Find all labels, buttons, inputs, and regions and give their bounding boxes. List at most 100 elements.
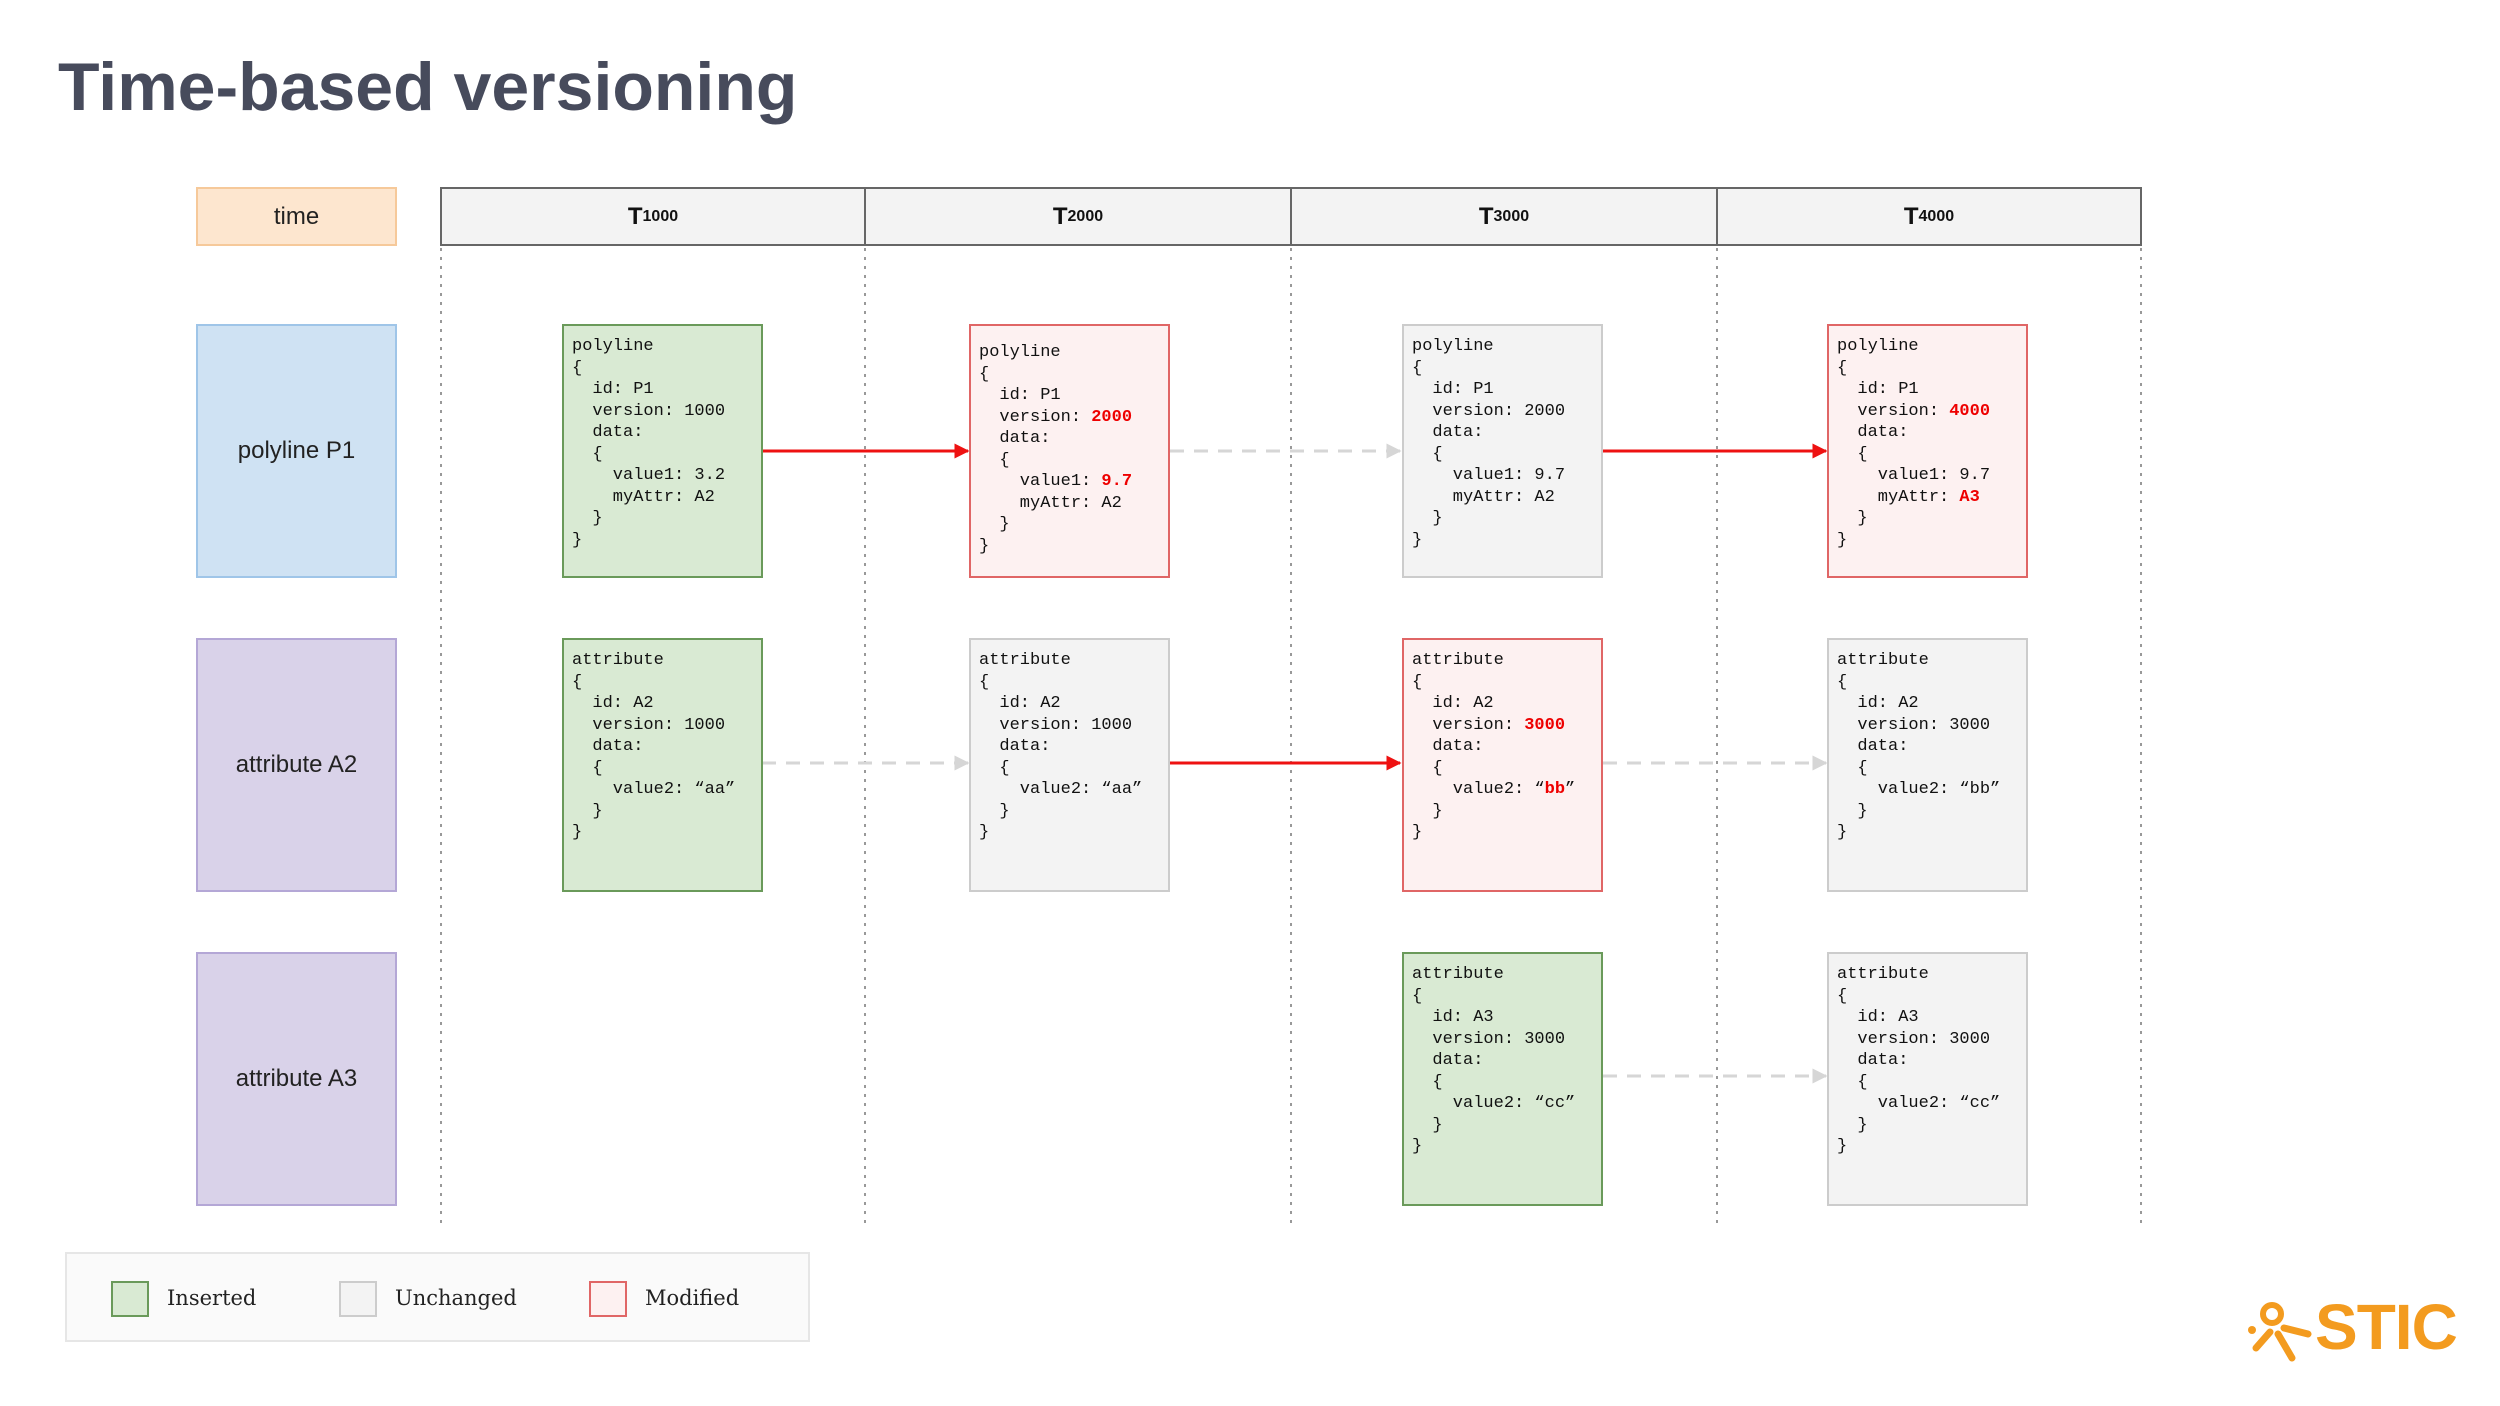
code-line: version: 2000	[979, 407, 1133, 427]
changed-value: bb	[1544, 780, 1566, 799]
stic-logo-icon	[2248, 1302, 2312, 1362]
time-subscript: 4000	[1918, 207, 1955, 225]
code-line: }	[1837, 823, 1848, 842]
version-card-a3-t4000: attribute{ id: A3 version: 3000 data: { …	[1827, 952, 2028, 1206]
version-card-a2-t4000: attribute{ id: A2 version: 3000 data: { …	[1827, 638, 2028, 892]
code-line: id: A2	[1837, 694, 1919, 713]
code-line: }	[979, 515, 1010, 534]
legend-label-modified: Modified	[645, 1286, 740, 1310]
code-line: value2: “bb”	[1412, 780, 1576, 799]
code-line: polyline	[979, 343, 1061, 362]
code-line: version: 4000	[1837, 401, 1991, 421]
code-line: version: 3000	[1837, 715, 1991, 735]
version-card-p1-t4000: polyline{ id: P1 version: 4000 data: { v…	[1827, 324, 2028, 578]
legend-label-inserted: Inserted	[167, 1286, 257, 1310]
code-line: attribute	[979, 651, 1071, 670]
code-line: value2: “aa”	[979, 780, 1143, 799]
time-row-label: time	[196, 187, 397, 246]
code-line: data:	[979, 737, 1051, 756]
changed-value: A3	[1959, 487, 1980, 507]
code-line: {	[572, 358, 583, 378]
code-line: }	[979, 823, 990, 842]
code-line: {	[1837, 672, 1848, 692]
code-line: id: P1	[1837, 380, 1919, 399]
code-line: id: A2	[979, 694, 1061, 713]
time-prefix: T	[1478, 202, 1494, 230]
code-line: {	[1837, 758, 1868, 778]
legend-swatch-unchanged	[339, 1281, 377, 1317]
version-card-a3-t3000: attribute{ id: A3 version: 3000 data: { …	[1402, 952, 1603, 1206]
code-line: attribute	[1837, 651, 1929, 670]
changed-value: 2000	[1091, 407, 1133, 427]
code-line: attribute	[1837, 965, 1929, 984]
code-line: {	[1412, 1072, 1443, 1092]
code-line: {	[572, 444, 603, 464]
code-line: {	[1837, 1072, 1868, 1092]
legend-swatch-modified	[589, 1281, 627, 1317]
time-subscript: 2000	[1067, 207, 1104, 225]
row-label-attribute-a2: attribute A2	[196, 638, 397, 892]
code-line: }	[1837, 1115, 1868, 1135]
version-card-a2-t3000: attribute{ id: A2 version: 3000 data: { …	[1402, 638, 1603, 892]
code-line: myAttr: A2	[1412, 487, 1555, 507]
code-line: attribute	[572, 651, 664, 670]
changed-value: 9.7	[1101, 472, 1133, 491]
time-prefix: T	[627, 202, 643, 230]
legend: Inserted Unchanged Modified	[65, 1252, 810, 1342]
code-line: }	[572, 530, 583, 550]
code-line: data:	[572, 737, 644, 756]
time-prefix: T	[1903, 202, 1919, 230]
code-line: data:	[1837, 1051, 1909, 1070]
code-line: }	[572, 801, 603, 821]
row-label-polyline-p1: polyline P1	[196, 324, 397, 578]
changed-value: 4000	[1949, 401, 1991, 421]
time-prefix: T	[1052, 202, 1068, 230]
code-line: }	[1412, 823, 1423, 842]
code-line: id: A3	[1837, 1008, 1919, 1027]
code-line: value1: 9.7	[1412, 466, 1566, 485]
code-line: {	[979, 450, 1010, 470]
code-line: }	[572, 823, 583, 842]
code-line: id: A3	[1412, 1008, 1494, 1027]
code-line: version: 1000	[979, 715, 1133, 735]
code-line: data:	[979, 429, 1051, 448]
code-line: {	[979, 758, 1010, 778]
code-line: }	[1837, 1137, 1848, 1156]
code-line: {	[1837, 358, 1848, 378]
code-line: {	[572, 758, 603, 778]
code-line: id: A2	[572, 694, 654, 713]
code-line: }	[1412, 1137, 1423, 1156]
code-line: }	[979, 801, 1010, 821]
version-card-p1-t3000: polyline{ id: P1 version: 2000 data: { v…	[1402, 324, 1603, 578]
code-line: version: 3000	[1837, 1029, 1991, 1049]
code-line: value1: 9.7	[1837, 466, 1991, 485]
code-line: version: 1000	[572, 401, 726, 421]
code-line: {	[979, 364, 990, 384]
code-line: }	[1837, 801, 1868, 821]
legend-label-unchanged: Unchanged	[395, 1286, 517, 1310]
code-line: value1: 3.2	[572, 466, 726, 485]
changed-value: 3000	[1524, 715, 1566, 735]
page-title: Time-based versioning	[58, 49, 798, 125]
code-line: {	[1412, 672, 1423, 692]
legend-swatch-inserted	[111, 1281, 149, 1317]
code-line: myAttr: A3	[1837, 487, 1980, 507]
code-line: polyline	[1837, 337, 1919, 356]
code-line: attribute	[1412, 965, 1504, 984]
code-line: {	[1412, 986, 1423, 1006]
code-line: version: 1000	[572, 715, 726, 735]
code-line: {	[1837, 986, 1848, 1006]
code-line: {	[1412, 758, 1443, 778]
code-line: {	[1837, 444, 1868, 464]
code-line: data:	[572, 423, 644, 442]
version-card-a2-t2000: attribute{ id: A2 version: 1000 data: { …	[969, 638, 1170, 892]
code-line: }	[1412, 1115, 1443, 1135]
code-line: id: P1	[1412, 380, 1494, 399]
code-line: id: A2	[1412, 694, 1494, 713]
version-card-p1-t2000: polyline{ id: P1 version: 2000 data: { v…	[969, 324, 1170, 578]
code-line: {	[1412, 358, 1423, 378]
